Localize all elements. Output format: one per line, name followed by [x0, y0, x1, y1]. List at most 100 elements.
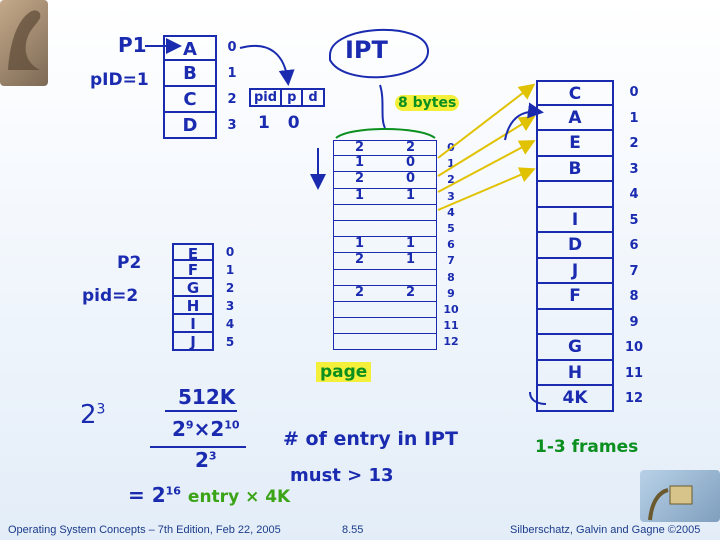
memory-frame-index: 6: [629, 238, 639, 253]
memory-frame-index: 10: [624, 340, 644, 355]
ipt-entry-pid: 2: [354, 284, 365, 300]
memory-frame: J: [536, 258, 614, 284]
footer-left: Operating System Concepts – 7th Edition,…: [8, 524, 281, 536]
memory-frame-index: 7: [629, 263, 639, 279]
p1-page-cell: C: [163, 87, 217, 113]
ipt-entry-page: 0: [405, 155, 416, 171]
ipt-entry-page: 2: [405, 284, 416, 300]
denominator-note: 23: [195, 448, 217, 472]
memory-frame: 4K: [536, 386, 614, 412]
denom-exp: 3: [208, 449, 217, 463]
denom-base: 2: [195, 448, 209, 472]
memory-frame-index: 0: [629, 85, 639, 100]
ipt-index: 1: [447, 157, 455, 171]
p2-page-cell: F: [172, 261, 214, 279]
memory-arrow: [504, 102, 544, 141]
split-note: 29×210: [172, 417, 240, 441]
memory-frame-index: 8: [629, 289, 639, 304]
entry-brace: [335, 128, 436, 139]
p1-page-cell: B: [163, 61, 217, 87]
two-cubed: 23: [80, 400, 105, 430]
ipt-entry-pid: 2: [354, 140, 365, 155]
p1-title: P1: [118, 33, 147, 57]
fraction-line-1: [165, 410, 237, 412]
computer-icon: [648, 485, 693, 521]
ipt-entry: [333, 301, 437, 319]
ipt-entry: [333, 318, 437, 335]
memory-note: 1-3 frames: [535, 437, 639, 457]
dinosaur-icon: [8, 10, 41, 70]
ipt-index: 5: [447, 221, 455, 235]
split-a-exp: 9: [185, 418, 194, 432]
frame-link-2: [437, 115, 536, 177]
memory-frame: I: [536, 207, 614, 233]
split-a: 2: [172, 417, 186, 441]
two-cubed-base: 2: [80, 400, 97, 430]
ipt-entry-pid: 2: [354, 252, 365, 268]
memory-frame-index: 5: [629, 212, 639, 228]
ipt-title: IPT: [345, 36, 388, 64]
memory-frame: [536, 182, 614, 208]
ipt-entry-page: 1: [405, 187, 416, 203]
p2-page-cell: G: [172, 279, 214, 297]
ipt-bubble-pointer: [379, 84, 386, 129]
memory-frame: E: [536, 131, 614, 157]
p2-page-index: 2: [225, 281, 235, 295]
p1-pid-label: pID=1: [90, 70, 149, 90]
p2-page-cell: J: [172, 333, 214, 351]
ipt-entry-pid: 2: [354, 171, 365, 187]
ipt-index: 7: [447, 254, 455, 268]
p2-page-index: 1: [225, 263, 235, 277]
ipt-entry-page: 2: [405, 140, 416, 155]
p1-page-index: 1: [227, 66, 237, 81]
p2-page-cell: I: [172, 315, 214, 333]
result-prefix: = 2: [128, 483, 166, 507]
p2-page-index: 4: [225, 317, 235, 331]
p1-page-index: 0: [227, 40, 237, 55]
ipt-entry-pid: 1: [354, 187, 365, 203]
p1-page-index: 3: [227, 118, 237, 133]
memory-frame-index: 11: [624, 365, 644, 381]
footer-right: Silberschatz, Galvin and Gagne ©2005: [510, 524, 701, 536]
ipt-entry-page: 1: [405, 252, 416, 268]
dinosaur-image: [0, 0, 48, 86]
p2-page-cell: H: [172, 297, 214, 315]
p2-page-index: 0: [225, 245, 235, 259]
p2-pid-label: pid=2: [82, 286, 139, 306]
address-values: 1 0: [258, 113, 306, 133]
memory-frame: D: [536, 233, 614, 259]
ipt-page-note: page: [316, 362, 372, 382]
two-cubed-exp: 3: [96, 401, 106, 418]
p2-title: P2: [117, 253, 142, 273]
memory-frame-index: 3: [629, 161, 639, 177]
ipt-entry-page: 0: [405, 171, 416, 187]
result-suffix: entry × 4K: [187, 487, 291, 507]
ipt-entry-pid: 1: [354, 236, 365, 252]
ipt-index: 10: [443, 302, 459, 316]
frame-link-1: [437, 83, 536, 159]
memory-brace: [529, 391, 547, 405]
p1-page-index: 2: [227, 92, 237, 107]
ipt-entry-size: 8 bytes: [395, 95, 460, 111]
page-to-address-arrow: [239, 44, 295, 86]
fraction-line-2: [150, 446, 246, 448]
memory-frame-index: 2: [629, 136, 639, 151]
memory-frame-index: 12: [624, 391, 644, 406]
ipt-entries-note-2: must > 13: [290, 465, 394, 486]
frame-link-3: [437, 140, 536, 193]
memory-frame: H: [536, 360, 614, 386]
memory-frame-index: 1: [629, 110, 639, 126]
ipt-index: 3: [447, 189, 455, 203]
result-note: = 216 entry × 4K: [128, 483, 290, 507]
